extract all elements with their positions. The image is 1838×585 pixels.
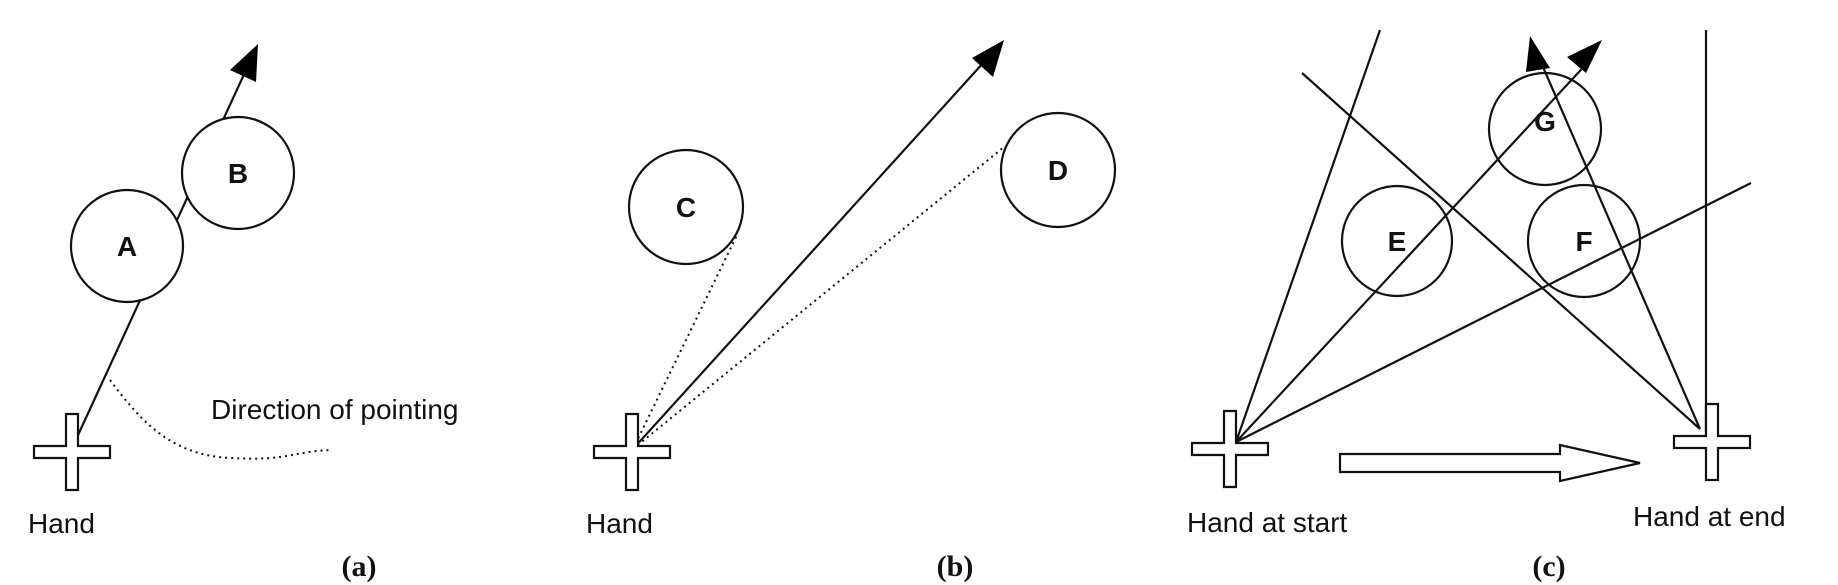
circle-label-e: E bbox=[1388, 226, 1407, 257]
target-circle-a bbox=[69, 188, 185, 304]
circle-label-a: A bbox=[117, 231, 137, 262]
start-ray-to-g bbox=[1235, 59, 1591, 443]
start-arrowhead-g bbox=[1567, 40, 1602, 73]
circle-label-d: D bbox=[1048, 155, 1068, 186]
hand-start-cross bbox=[1190, 409, 1270, 489]
target-circle-e bbox=[1340, 184, 1454, 298]
panel-label-a: (a) bbox=[342, 550, 377, 583]
target-circle-f bbox=[1526, 183, 1642, 299]
hand-cross-a bbox=[32, 412, 112, 492]
circle-label-f: F bbox=[1575, 226, 1592, 257]
movement-arrow bbox=[1338, 443, 1641, 483]
start-ray-right bbox=[1235, 182, 1752, 443]
hand-label-b: Hand bbox=[586, 508, 653, 539]
pointing-arrowhead-b bbox=[972, 40, 1004, 77]
panel-c: E F G Hand at start Hand at end (c) bbox=[1187, 29, 1786, 583]
circle-label-c: C bbox=[676, 192, 696, 223]
end-ray-to-g bbox=[1538, 59, 1702, 430]
circle-label-g: G bbox=[1534, 106, 1556, 137]
pointing-arrowhead-a bbox=[230, 44, 258, 82]
circle-label-b: B bbox=[228, 158, 248, 189]
end-arrowhead-g bbox=[1526, 36, 1550, 72]
hand-start-label: Hand at start bbox=[1187, 507, 1348, 538]
end-ray-up-left bbox=[1301, 72, 1701, 430]
direction-of-pointing-label: Direction of pointing bbox=[211, 394, 458, 425]
target-circle-c bbox=[627, 148, 745, 266]
panel-b: C D Hand (b) bbox=[586, 40, 1117, 583]
start-ray-up-left bbox=[1234, 29, 1382, 443]
panel-label-b: (b) bbox=[937, 550, 974, 583]
dotted-line-to-d bbox=[632, 146, 1005, 450]
target-circle-d bbox=[999, 111, 1117, 229]
dotted-line-to-c bbox=[632, 232, 739, 450]
hand-label-a: Hand bbox=[28, 508, 95, 539]
hand-cross-b bbox=[592, 412, 672, 492]
hand-end-label: Hand at end bbox=[1633, 501, 1786, 532]
target-circle-b bbox=[180, 115, 296, 231]
panel-label-c: (c) bbox=[1532, 550, 1565, 583]
panel-a: A B Direction of pointing Hand (a) bbox=[28, 44, 458, 583]
pointing-ray-b bbox=[632, 61, 985, 450]
